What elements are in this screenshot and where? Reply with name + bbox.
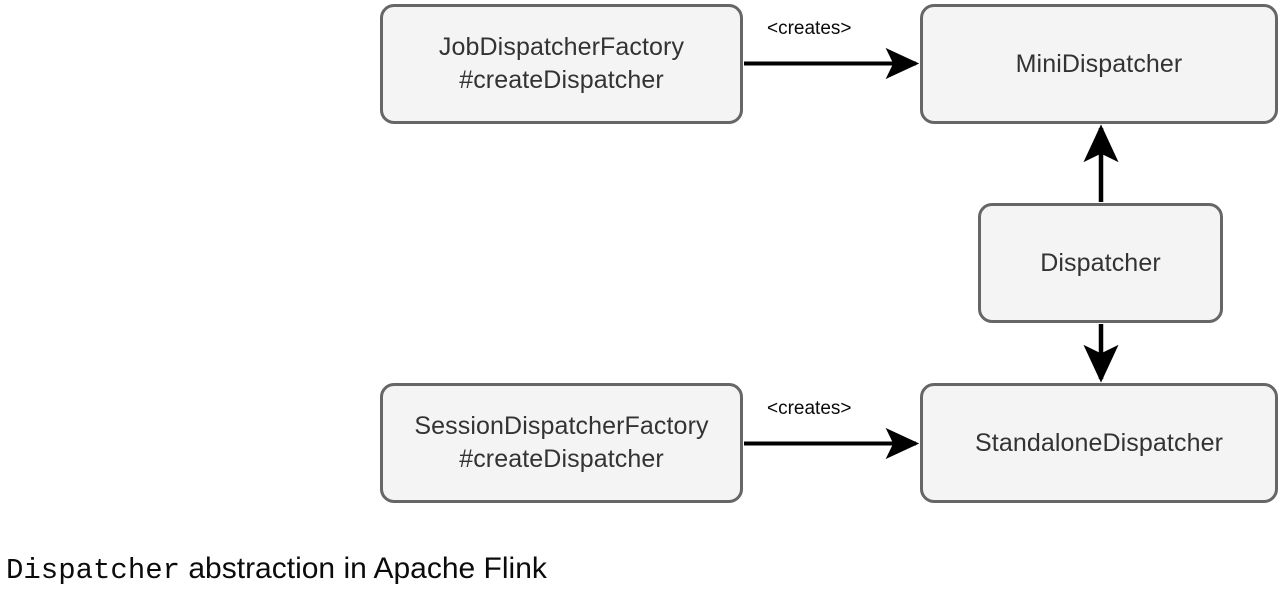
- node-dispatcher-label: Dispatcher: [1040, 248, 1161, 277]
- node-standalone-dispatcher[interactable]: StandaloneDispatcher: [920, 383, 1278, 503]
- caption-sans-part: abstraction in Apache Flink: [180, 552, 547, 585]
- caption-mono-part: Dispatcher: [6, 554, 181, 587]
- node-session-dispatcher-factory[interactable]: SessionDispatcherFactory #createDispatch…: [380, 383, 743, 503]
- node-session-dispatcher-factory-label: SessionDispatcherFactory #createDispatch…: [414, 412, 709, 473]
- node-job-dispatcher-factory[interactable]: JobDispatcherFactory #createDispatcher: [380, 4, 743, 124]
- node-standalone-dispatcher-label: StandaloneDispatcher: [975, 428, 1223, 457]
- edge-label-creates-standalone: <creates>: [767, 398, 852, 419]
- diagram-caption: Dispatcher abstraction in Apache Flink: [6, 552, 547, 587]
- node-mini-dispatcher[interactable]: MiniDispatcher: [920, 4, 1278, 124]
- node-job-dispatcher-factory-label: JobDispatcherFactory #createDispatcher: [438, 33, 685, 94]
- node-mini-dispatcher-label: MiniDispatcher: [1015, 49, 1183, 78]
- edge-label-creates-mini: <creates>: [767, 18, 852, 39]
- node-dispatcher[interactable]: Dispatcher: [978, 203, 1223, 323]
